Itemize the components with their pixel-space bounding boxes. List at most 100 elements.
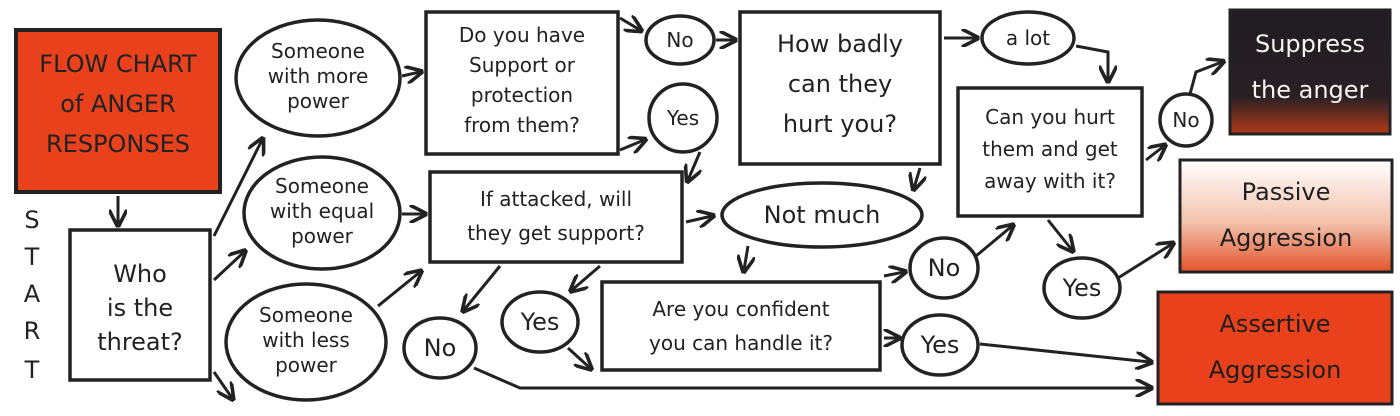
more-power-line-1: Someone — [271, 39, 365, 63]
no-2-node: No — [402, 316, 478, 380]
yes-1-label: Yes — [666, 106, 699, 130]
arrow-no4-to-suppress — [1188, 62, 1222, 95]
arrow-canhurt-to-no4 — [1145, 146, 1164, 160]
arrow-confident-to-no3 — [883, 272, 904, 276]
arrow-support-to-no1 — [619, 18, 640, 30]
a-lot-node: a lot — [980, 10, 1076, 66]
arrow-more-to-support — [401, 72, 420, 76]
arrow-hurt-to-notmuch — [914, 167, 920, 188]
arrow-attacked-to-yes2 — [572, 264, 601, 290]
hurt-badly-node: How badly can they hurt you? — [738, 10, 942, 166]
arrow-support-to-yes1 — [619, 140, 644, 150]
start-label: S T A R T — [24, 206, 41, 384]
start-letter-r: R — [24, 317, 41, 345]
suppress-line-2: the anger — [1252, 76, 1369, 104]
support-line-1: Do you have — [459, 23, 585, 47]
no-4-label: No — [1172, 108, 1199, 132]
support-line-4: from them? — [464, 113, 580, 137]
arrow-yes2-to-confident — [566, 346, 590, 368]
attacked-line-2: they get support? — [467, 221, 645, 245]
start-letter-t1: T — [24, 243, 40, 271]
less-power-line-2: with less — [262, 328, 350, 352]
yes-4-label: Yes — [1062, 274, 1102, 302]
equal-power-node: Someone with equal power — [242, 155, 402, 271]
arrow-no2-to-assertive — [473, 366, 1150, 388]
less-power-node: Someone with less power — [224, 282, 388, 402]
assertive-line-1: Assertive — [1219, 310, 1330, 338]
arrow-who-to-less — [212, 371, 232, 398]
attacked-line-1: If attacked, will — [480, 187, 632, 211]
yes-2-node: Yes — [500, 290, 580, 354]
can-hurt-line-2: them and get — [982, 137, 1118, 161]
hurt-line-2: can they — [788, 70, 892, 98]
hurt-line-3: hurt you? — [783, 110, 897, 138]
equal-power-line-2: with equal — [270, 199, 374, 223]
support-line-3: protection — [471, 83, 573, 107]
support-line-2: Support or — [469, 53, 576, 77]
arrow-yes1-to-attacked — [688, 151, 700, 180]
outcome-passive: Passive Aggression — [1178, 158, 1394, 274]
yes-3-label: Yes — [920, 331, 960, 359]
assertive-line-2: Aggression — [1209, 356, 1342, 384]
hurt-line-1: How badly — [777, 30, 903, 58]
title-line-2: of ANGER — [60, 90, 176, 118]
more-power-node: Someone with more power — [234, 18, 402, 138]
who-threat-line-3: threat? — [97, 328, 183, 356]
less-power-line-3: power — [275, 353, 338, 377]
arrow-less-to-attacked — [377, 272, 420, 308]
who-threat-line-1: Who — [113, 260, 167, 288]
can-hurt-node: Can you hurt them and get away with it? — [956, 86, 1144, 218]
connectors — [118, 18, 1222, 398]
arrow-alot-to-canhurt — [1075, 44, 1108, 80]
arrow-who-to-equal — [212, 252, 244, 282]
no-1-label: No — [666, 28, 693, 52]
suppress-line-1: Suppress — [1255, 30, 1365, 58]
a-lot-label: a lot — [1006, 26, 1050, 50]
arrow-yes3-to-assertive — [979, 342, 1150, 362]
confident-line-2: you can handle it? — [649, 331, 833, 355]
arrow-notmuch-to-confident — [744, 245, 748, 270]
start-letter-s: S — [24, 206, 39, 234]
title-line-3: RESPONSES — [46, 130, 190, 158]
outcome-suppress: Suppress the anger — [1228, 8, 1392, 136]
start-letter-a: A — [24, 280, 41, 308]
arrow-canhurt-to-yes4 — [1046, 219, 1072, 250]
confident-line-1: Are you confident — [652, 297, 829, 321]
not-much-label: Not much — [764, 201, 881, 229]
no-3-label: No — [928, 254, 961, 282]
arrow-who-to-more — [212, 140, 262, 237]
yes-2-label: Yes — [520, 308, 560, 336]
less-power-line-1: Someone — [259, 303, 353, 327]
support-protection-node: Do you have Support or protection from t… — [424, 10, 620, 156]
passive-line-1: Passive — [1242, 178, 1331, 206]
yes-4-node: Yes — [1042, 256, 1122, 320]
arrow-no3-to-canhurt — [975, 226, 1012, 258]
title-box: FLOW CHART of ANGER RESPONSES — [14, 28, 222, 194]
arrow-attacked-to-notmuch — [685, 216, 712, 222]
more-power-line-2: with more — [268, 64, 369, 88]
who-threat-node: Who is the threat? — [68, 228, 212, 382]
title-line-1: FLOW CHART — [39, 50, 197, 78]
no-2-label: No — [424, 334, 457, 362]
more-power-line-3: power — [287, 89, 350, 113]
yes-1-node: Yes — [647, 82, 719, 154]
arrow-attacked-to-no2 — [464, 265, 502, 310]
can-hurt-line-1: Can you hurt — [985, 105, 1115, 129]
can-hurt-line-3: away with it? — [984, 169, 1116, 193]
yes-3-node: Yes — [900, 313, 980, 377]
no-4-node: No — [1158, 92, 1214, 148]
arrow-yes4-to-passive — [1117, 244, 1172, 280]
equal-power-line-3: power — [291, 224, 354, 248]
start-letter-t2: T — [24, 356, 40, 384]
confident-node: Are you confident you can handle it? — [600, 280, 882, 372]
no-3-node: No — [908, 236, 980, 300]
attacked-support-node: If attacked, will they get support? — [428, 170, 684, 264]
passive-line-2: Aggression — [1220, 224, 1353, 252]
equal-power-line-1: Someone — [275, 174, 369, 198]
no-1-node: No — [644, 14, 716, 66]
who-threat-line-2: is the — [107, 294, 173, 322]
not-much-node: Not much — [720, 181, 924, 249]
outcome-assertive: Assertive Aggression — [1156, 290, 1394, 406]
